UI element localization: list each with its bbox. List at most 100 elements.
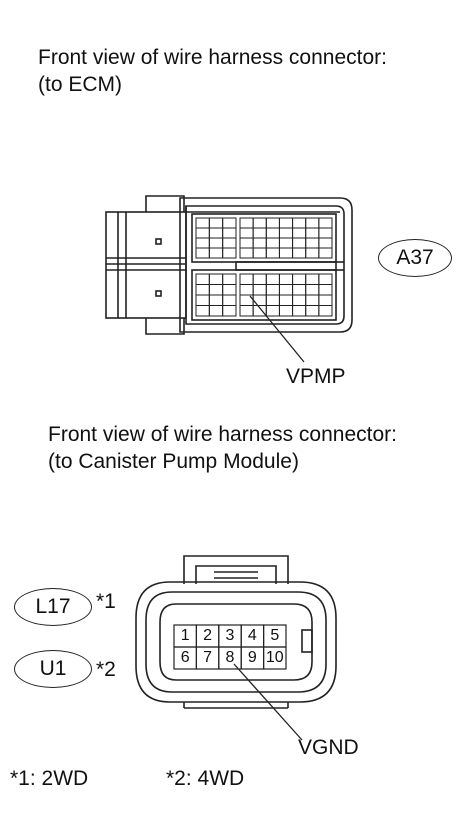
ecm-pin-cell	[222, 217, 237, 229]
ecm-connector-drawing	[105, 195, 353, 335]
ecm-pin-cell	[239, 247, 254, 259]
ecm-pin-cell	[278, 273, 294, 285]
ecm-pin-cell	[195, 217, 210, 229]
ecm-pin-cell	[195, 294, 210, 306]
ecm-pin-cell	[305, 227, 320, 239]
ecm-title-line1: Front view of wire harness connector:	[38, 46, 387, 69]
pump-pin-number: 6	[180, 649, 190, 666]
pump-connector-note-2: *2	[96, 658, 116, 681]
ecm-pin-cell	[265, 227, 280, 239]
ecm-pin-cell	[292, 227, 307, 239]
ecm-pin-cell	[265, 273, 280, 285]
ecm-pin-cell	[222, 305, 237, 317]
ecm-pin-cell	[252, 227, 267, 239]
ecm-pin-cell	[208, 227, 224, 239]
ecm-pin-cell	[305, 294, 320, 306]
ecm-pin-cell	[318, 247, 333, 259]
ecm-pin-cell	[252, 247, 267, 259]
ecm-pin-cell	[292, 284, 307, 296]
ecm-pin-cell	[208, 305, 224, 317]
ecm-connector-code: A37	[396, 246, 434, 269]
ecm-pin-cell	[222, 284, 237, 296]
ecm-connector-code-badge: A37	[378, 239, 452, 277]
ecm-pin-cell	[265, 237, 280, 249]
pump-pin-cell	[263, 646, 287, 670]
ecm-pin-cell	[292, 294, 307, 306]
ecm-pin-cell	[208, 273, 224, 285]
ecm-pin-cell	[252, 217, 267, 229]
ecm-pin-cell	[305, 284, 320, 296]
ecm-pin-cell	[305, 273, 320, 285]
ecm-pin-cell	[318, 284, 333, 296]
vpmp-leader-line	[249, 295, 305, 363]
ecm-pin-cell	[265, 284, 280, 296]
pump-pin-number: 9	[247, 649, 257, 666]
ecm-pin-cell	[195, 247, 210, 259]
ecm-pin-cell	[239, 273, 254, 285]
ecm-pin-cell	[222, 237, 237, 249]
ecm-pin-cell	[318, 227, 333, 239]
ecm-pin-cell	[222, 294, 237, 306]
pump-title-line1: Front view of wire harness connector:	[48, 423, 397, 446]
ecm-pin-cell	[318, 217, 333, 229]
ecm-pin-cell	[239, 227, 254, 239]
pump-pin-number: 2	[203, 627, 213, 644]
ecm-pin-cell	[208, 247, 224, 259]
vgnd-terminal-label: VGND	[298, 736, 359, 759]
pump-pin-number: 3	[225, 627, 235, 644]
pump-pin-number: 4	[247, 627, 257, 644]
ecm-pin-cell	[239, 217, 254, 229]
ecm-pin-cell	[292, 305, 307, 317]
ecm-pin-cell	[318, 273, 333, 285]
ecm-pin-cell	[292, 237, 307, 249]
pump-pin-number: 5	[270, 627, 280, 644]
pump-title-line2: (to Canister Pump Module)	[48, 450, 299, 473]
ecm-pin-cell	[265, 305, 280, 317]
ecm-pin-cell	[278, 294, 294, 306]
ecm-pin-cell	[208, 294, 224, 306]
footnote-4wd: *2: 4WD	[166, 767, 245, 790]
ecm-pin-cell	[195, 227, 210, 239]
ecm-pin-cell	[278, 227, 294, 239]
ecm-pin-cell	[239, 305, 254, 317]
ecm-pin-cell	[208, 284, 224, 296]
pump-pin-grid	[173, 624, 287, 670]
ecm-pin-cell	[252, 294, 267, 306]
pump-connector-note-1: *1	[96, 590, 116, 613]
ecm-pin-cell	[265, 294, 280, 306]
ecm-pin-cell	[239, 284, 254, 296]
ecm-pin-grid-lower	[195, 273, 333, 317]
ecm-pin-grid-upper	[195, 217, 333, 259]
ecm-pin-cell	[305, 237, 320, 249]
ecm-pin-cell	[278, 305, 294, 317]
ecm-pin-cell	[239, 237, 254, 249]
ecm-pin-cell	[278, 237, 294, 249]
ecm-pin-cell	[278, 247, 294, 259]
ecm-pin-cell	[292, 273, 307, 285]
ecm-pin-cell	[265, 247, 280, 259]
ecm-pin-cell	[252, 284, 267, 296]
ecm-pin-cell	[305, 247, 320, 259]
ecm-pin-cell	[195, 284, 210, 296]
ecm-title-line2: (to ECM)	[38, 73, 122, 96]
pump-connector-code-1: L17	[35, 595, 71, 618]
pump-pin-number: 8	[225, 649, 235, 666]
pump-connector-drawing	[135, 555, 337, 709]
ecm-pin-cell	[195, 273, 210, 285]
ecm-pin-cell	[318, 294, 333, 306]
ecm-pin-cell	[252, 237, 267, 249]
ecm-pin-cell	[252, 273, 267, 285]
pump-pin-number: 10	[265, 649, 284, 666]
pump-connector-code-badge-2: U1	[14, 650, 92, 688]
ecm-pin-cell	[318, 305, 333, 317]
ecm-pin-cell	[292, 217, 307, 229]
pump-connector-code-2: U1	[39, 657, 67, 680]
ecm-pin-cell	[305, 217, 320, 229]
ecm-pin-cell	[278, 217, 294, 229]
vpmp-terminal-label: VPMP	[286, 365, 346, 388]
ecm-pin-cell	[265, 217, 280, 229]
ecm-pin-cell	[318, 237, 333, 249]
vgnd-leader-line	[233, 663, 303, 741]
pump-connector-code-badge-1: L17	[14, 588, 92, 626]
